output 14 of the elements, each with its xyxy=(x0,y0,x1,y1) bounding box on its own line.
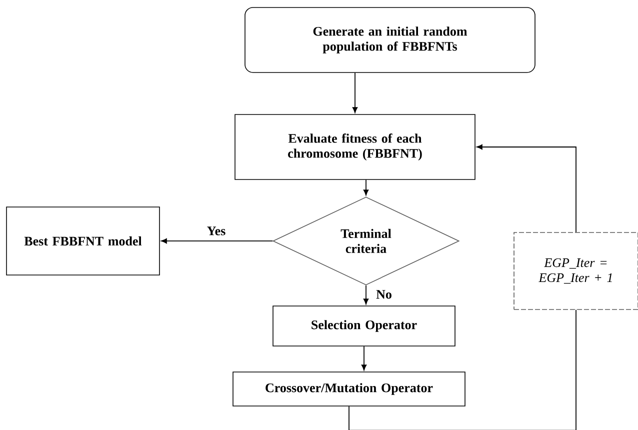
process-box: Selection Operator xyxy=(272,306,456,346)
start-box: Generate an initial random population of FBBFNTs xyxy=(244,7,536,73)
process-box: Crossover/Mutation Operator xyxy=(232,372,466,406)
arrow xyxy=(361,346,367,370)
edge-label: Yes xyxy=(207,226,226,236)
arrow xyxy=(363,179,369,196)
process-box: Evaluate fitness of each chromosome (FBBFNT) xyxy=(234,114,476,180)
arrow xyxy=(476,144,576,233)
arrow xyxy=(161,238,274,244)
edge-label: No xyxy=(376,290,392,299)
arrow xyxy=(352,72,358,113)
process-box: Best FBBFNT model xyxy=(6,206,160,276)
counter-box: EGP_Iter = EGP_Iter + 1 xyxy=(514,232,638,310)
arrow xyxy=(363,284,369,304)
